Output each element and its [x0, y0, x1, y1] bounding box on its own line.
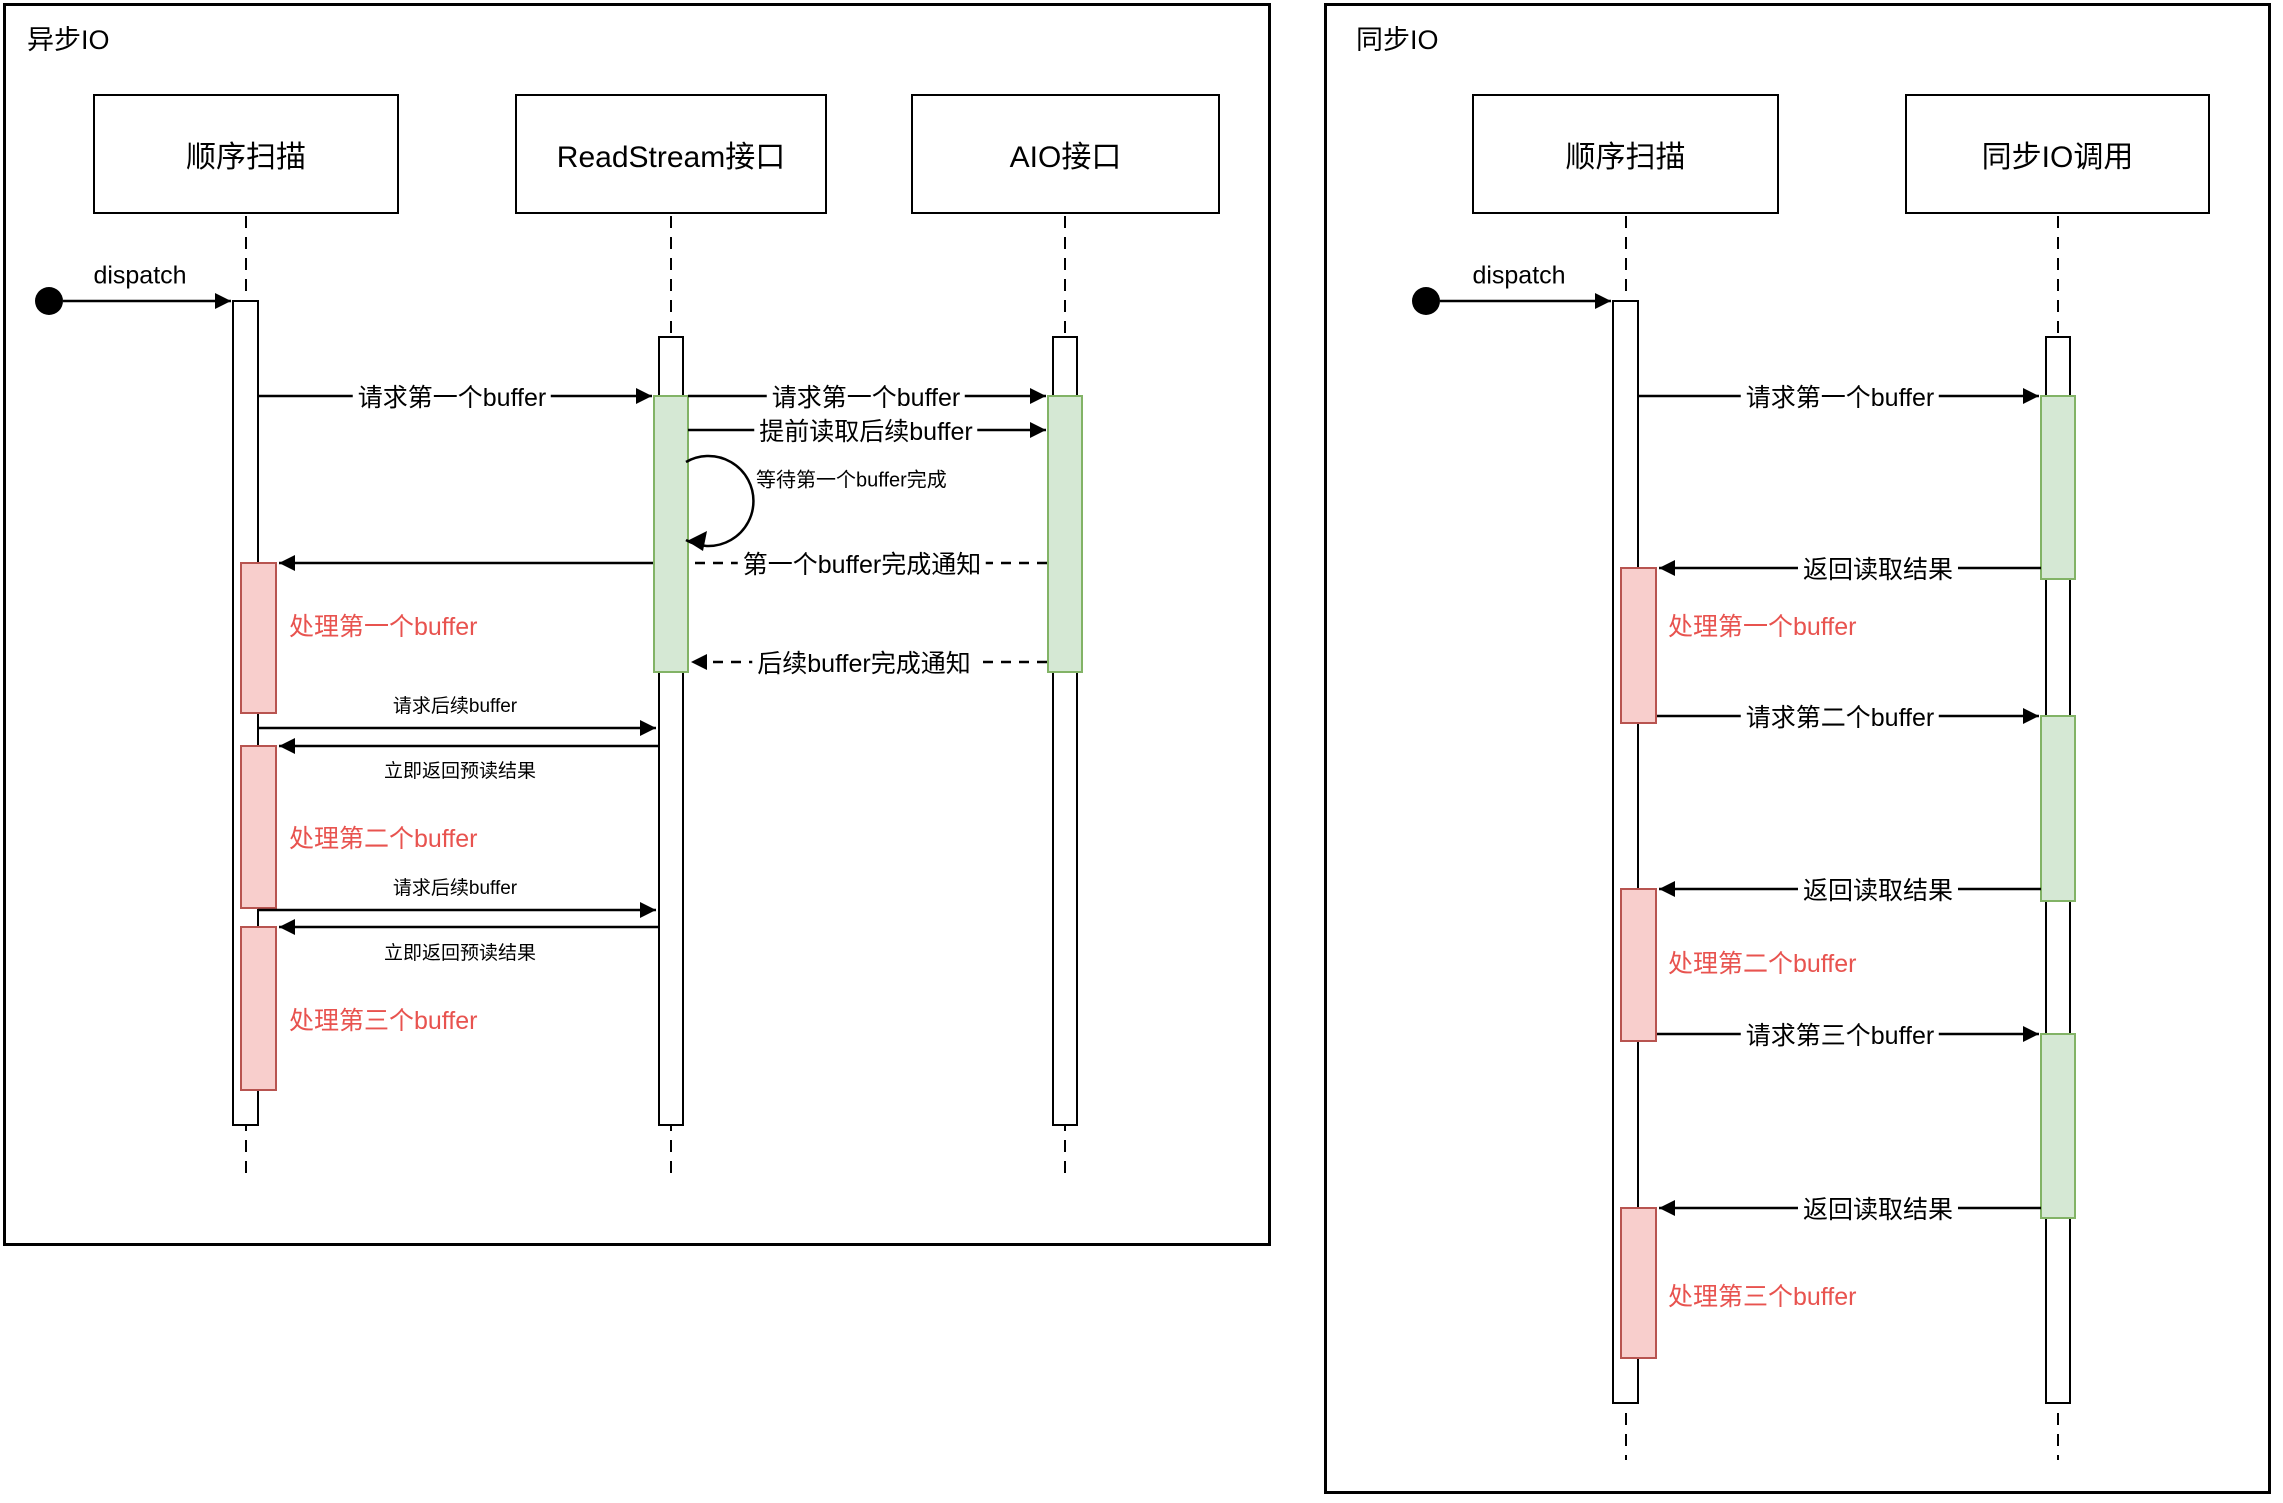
message-label: 返回读取结果 [1797, 550, 1959, 586]
message-label: 第一个buffer完成通知 [737, 545, 987, 581]
message-label: 请求后续buffer [392, 878, 518, 899]
message-label: 返回读取结果 [1797, 1190, 1959, 1226]
process-label: 处理第二个buffer [1668, 950, 1857, 978]
process-label: 处理第二个buffer [289, 825, 478, 853]
message-label: 请求第一个buffer [766, 378, 966, 414]
panel-title: 同步IO [1356, 25, 1439, 55]
actor-label: 顺序扫描 [1565, 141, 1686, 174]
actor-box-scan: 顺序扫描 [93, 94, 399, 214]
process-label: 处理第一个buffer [1668, 613, 1857, 641]
actor-label: AIO接口 [1009, 141, 1122, 174]
actor-label: 同步IO调用 [1981, 141, 2134, 174]
message-label: 请求第二个buffer [1740, 698, 1940, 734]
message-label: 立即返回预读结果 [383, 943, 537, 964]
actor-box-syncio: 同步IO调用 [1905, 94, 2210, 214]
message-label: 返回读取结果 [1797, 871, 1959, 907]
dispatch-label: dispatch [93, 261, 187, 290]
message-label: 后续buffer完成通知 [752, 644, 976, 680]
process-label: 处理第三个buffer [289, 1007, 478, 1035]
actor-label: 顺序扫描 [186, 141, 306, 174]
panel-title: 异步IO [27, 25, 110, 55]
dispatch-label: dispatch [1472, 261, 1566, 290]
actor-box-aio: AIO接口 [911, 94, 1220, 214]
process-label: 处理第一个buffer [289, 613, 478, 641]
sync-io-panel [1324, 3, 2271, 1494]
message-label: 请求第一个buffer [1740, 378, 1940, 414]
loop-label: 等待第一个buffer完成 [756, 469, 947, 492]
message-label: 立即返回预读结果 [383, 761, 537, 782]
actor-box-scan: 顺序扫描 [1472, 94, 1779, 214]
message-label: 请求后续buffer [392, 696, 518, 717]
actor-label: ReadStream接口 [556, 141, 786, 174]
actor-box-readstream: ReadStream接口 [515, 94, 827, 214]
message-label: 请求第一个buffer [352, 378, 552, 414]
process-label: 处理第三个buffer [1668, 1283, 1857, 1311]
message-label: 请求第三个buffer [1740, 1016, 1940, 1052]
message-label: 提前读取后续buffer [754, 412, 978, 448]
